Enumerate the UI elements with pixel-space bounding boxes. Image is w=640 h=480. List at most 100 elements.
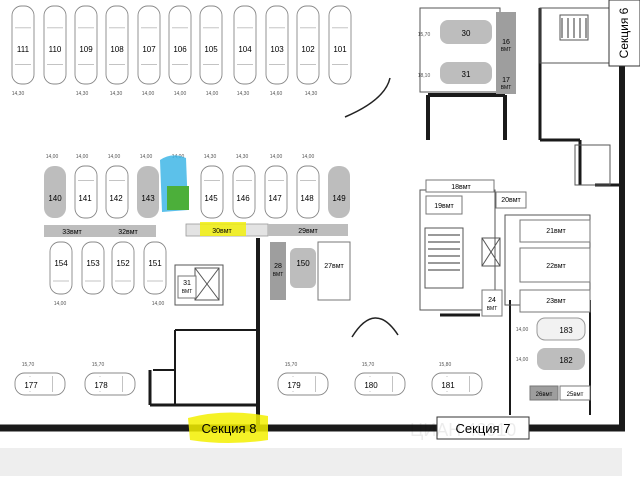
car-mid-143 [137, 166, 159, 218]
price-lower-1: 14,00 [152, 301, 165, 307]
spot-label-bg-151 [146, 254, 164, 272]
spot-label-bg-104 [236, 38, 254, 58]
spot-147: 147 [268, 194, 282, 203]
storage-22: 22вмт [546, 263, 566, 270]
spot-140: 140 [48, 194, 62, 203]
section-8-text: Секция 8 [202, 421, 257, 436]
price-top-8: 14,30 [305, 91, 318, 97]
spot-label-bg-105 [202, 38, 220, 58]
spot-label-bg-106 [171, 38, 189, 58]
price-bottom-181: 15,80 [439, 362, 452, 368]
spot-label-bg-102 [299, 38, 317, 58]
spot-149: 149 [332, 194, 346, 203]
storage-27-label: 27вмт [324, 263, 344, 270]
spot-104: 104 [238, 45, 252, 54]
price-top-3: 14,00 [142, 91, 155, 97]
spot-label-bg-111 [14, 38, 32, 58]
spot-30-label: 30 [462, 29, 471, 38]
storage-24-suffix: ВМТ [487, 306, 498, 312]
spot-103: 103 [270, 45, 284, 54]
spot-180: 180 [364, 381, 378, 390]
price-mid-7: 14,00 [270, 154, 283, 160]
footer-band [0, 448, 622, 476]
watermark: ЦИАН 48910 [410, 420, 516, 440]
price-top-7: 14,60 [270, 91, 283, 97]
spot-label-bg-107 [140, 38, 158, 58]
spot-148: 148 [300, 194, 314, 203]
price-mid-3: 14,00 [140, 154, 153, 160]
spot-110: 110 [49, 45, 62, 54]
spot-101: 101 [333, 45, 347, 54]
spot-label-bg-152 [114, 254, 132, 272]
spot-label-bg-180 [361, 377, 381, 391]
spot-177: 177 [24, 381, 38, 390]
storage-16-num: 16 [502, 39, 510, 46]
spot-label-bg-145 [203, 188, 221, 206]
spot-108: 108 [110, 45, 124, 54]
spot-label-bg-147 [267, 188, 285, 206]
spot-105: 105 [204, 45, 218, 54]
section-7-text: Секция 7 [456, 421, 511, 436]
spot-107: 107 [142, 45, 156, 54]
section-6-text: Секция 6 [617, 7, 631, 58]
storage-28-num: 28 [274, 263, 282, 270]
storage-17-suffix: ВМТ [501, 85, 512, 91]
spot-label-bg-177 [21, 377, 41, 391]
spot-179: 179 [287, 381, 301, 390]
spot-150-label: 150 [296, 259, 310, 268]
section-6-label: Секция 6 [608, 0, 640, 67]
spot-31-label: 31 [462, 70, 471, 79]
storage-20: 20вмт [501, 197, 521, 204]
stairs [428, 18, 587, 271]
spot-label-bg-148 [299, 188, 317, 206]
spot-145: 145 [204, 194, 218, 203]
price-mid-1: 14,00 [76, 154, 89, 160]
storage-23: 23вмт [546, 298, 566, 305]
storage-21: 21вмт [546, 228, 566, 235]
car-mid-140 [44, 166, 66, 218]
spot-141: 141 [78, 194, 92, 203]
spot-102: 102 [301, 45, 315, 54]
storage-19: 19вмт [434, 203, 454, 210]
spot-181: 181 [441, 381, 455, 390]
storage-16-suffix: ВМТ [501, 47, 512, 53]
price-top-0: 14,30 [12, 91, 25, 97]
storage-27 [317, 241, 351, 301]
spot-label-bg-101 [331, 38, 349, 58]
storage-33: 33вмт [62, 229, 82, 236]
price-top-4: 14,00 [174, 91, 187, 97]
section-8-label: Секция 8 [188, 412, 268, 443]
storage-25: 25вмт [567, 392, 584, 398]
spot-182-label: 182 [559, 356, 573, 365]
spot-111: 111 [17, 45, 30, 54]
spot-150 [290, 248, 316, 288]
spot-31 [440, 62, 492, 84]
price-top-5: 14,00 [206, 91, 219, 97]
car-mid-149 [328, 166, 350, 218]
price-182: 14,00 [516, 357, 529, 363]
highlight-yellow-30vmt [200, 222, 246, 236]
storage-26: 26вмт [536, 392, 553, 398]
spot-label-bg-108 [108, 38, 126, 58]
middle-row: 140141142143144145146147148149 [44, 165, 350, 219]
storage-24-num: 24 [488, 297, 496, 304]
price-mid-5: 14,30 [204, 154, 217, 160]
spot-30 [440, 20, 492, 44]
spot-152: 152 [116, 259, 130, 268]
spot-183-label: 183 [559, 326, 573, 335]
price-31: 18,10 [418, 73, 431, 79]
spot-label-bg-154 [52, 254, 70, 272]
spot-label-bg-103 [268, 38, 286, 58]
spot-182 [537, 348, 585, 370]
spot-label-bg-153 [84, 254, 102, 272]
spot-143: 143 [141, 194, 155, 203]
spot-label-bg-179 [284, 377, 304, 391]
spot-183 [536, 317, 586, 341]
storage-boxes [177, 179, 591, 401]
